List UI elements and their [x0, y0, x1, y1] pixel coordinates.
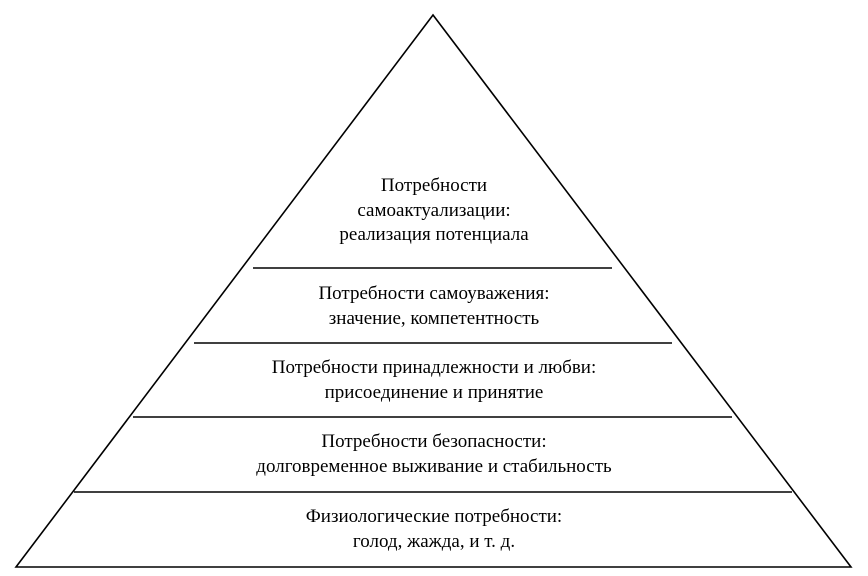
level-self-actualization-line-2: самоактуализации:	[357, 199, 511, 221]
level-esteem-line-1: Потребности самоуважения:	[318, 283, 550, 304]
level-physiological-line-1: Физиологические потребности:	[305, 506, 563, 527]
level-self-actualization: Потребности самоактуализации: реализация…	[0, 174, 868, 248]
level-safety: Потребности безопасности: долговременное…	[0, 430, 868, 479]
level-belonging: Потребности принадлежности и любви: прис…	[0, 356, 868, 405]
level-self-actualization-line-3: реализация потенциала	[339, 224, 529, 245]
level-esteem-line-2: значение, компетентность	[328, 307, 540, 329]
level-physiological: Физиологические потребности: голод, жажд…	[0, 505, 868, 554]
level-belonging-line-2: присоединение и принятие	[324, 381, 544, 403]
pyramid-outline	[14, 13, 853, 568]
level-belonging-line-1: Потребности принадлежности и любви:	[271, 357, 597, 378]
level-safety-line-2: долговременное выживание и стабильность	[256, 455, 612, 477]
level-esteem: Потребности самоуважения: значение, комп…	[0, 282, 868, 331]
level-physiological-line-2: голод, жажда, и т. д.	[352, 530, 516, 552]
level-safety-line-1: Потребности безопасности:	[321, 431, 547, 452]
level-self-actualization-line-1: Потребности	[380, 175, 488, 196]
